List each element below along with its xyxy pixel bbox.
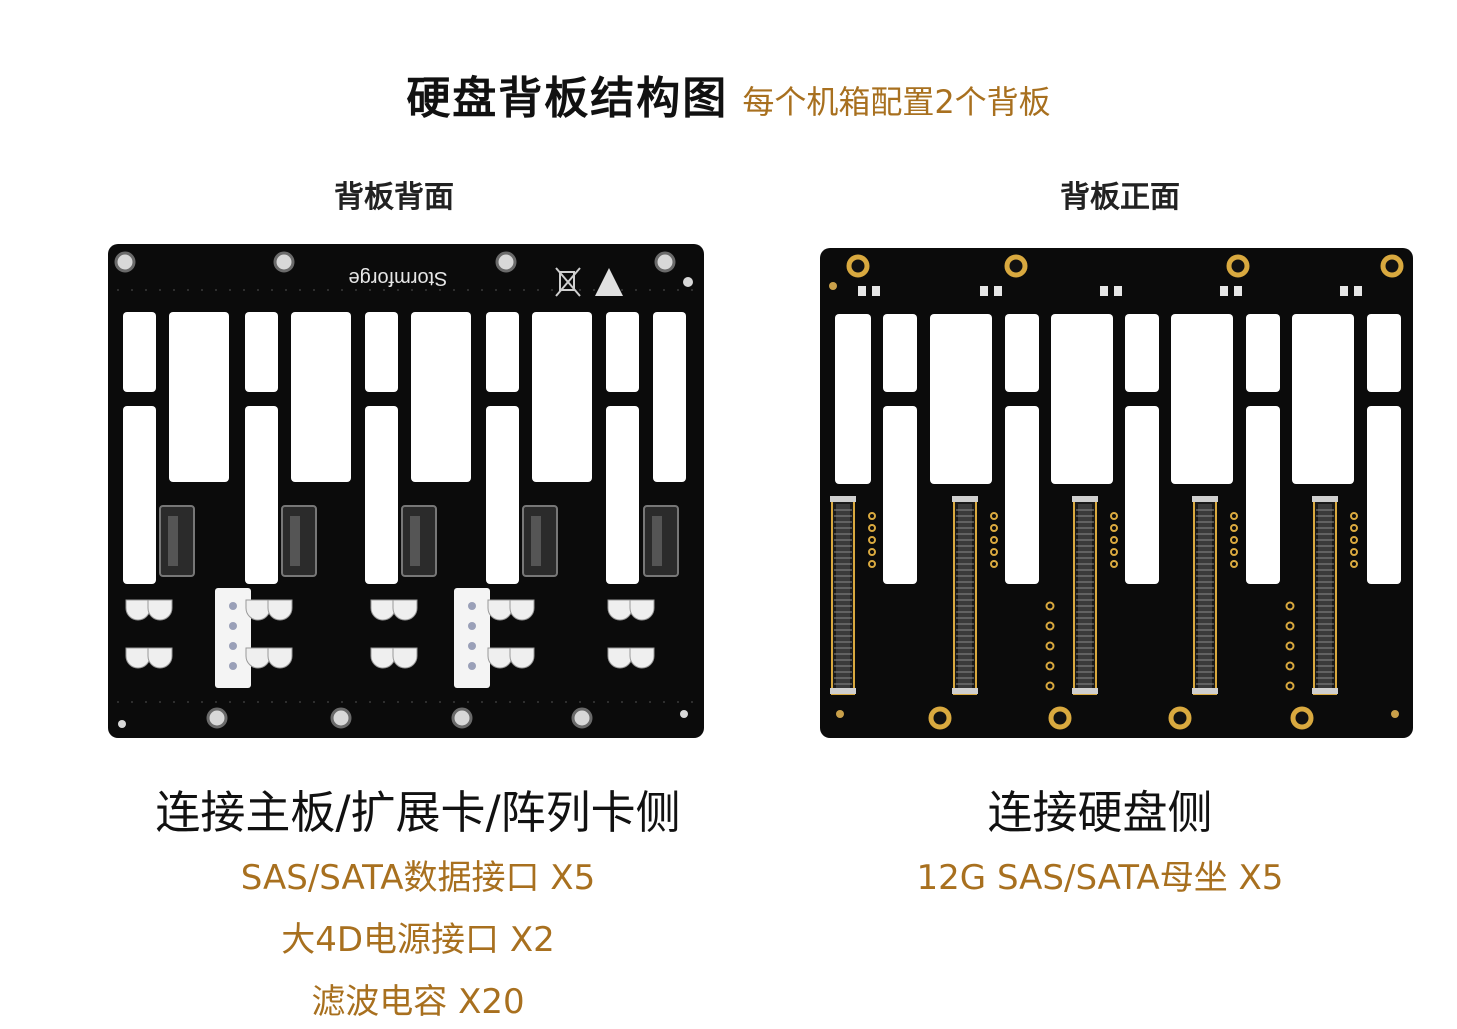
sas-sata-female-connectors [830, 496, 1358, 695]
back-spec-data-ports: SAS/SATA数据接口 X5 [240, 858, 596, 898]
capacitor [370, 599, 396, 621]
capacitor [147, 599, 173, 621]
capacitor [509, 599, 535, 621]
front-spec-sas-connectors: 12G SAS/SATA母坐 X5 [916, 858, 1284, 898]
capacitor [487, 599, 513, 621]
capacitor [370, 647, 396, 669]
capacitor [607, 599, 633, 621]
back-spec-capacitors: 滤波电容 X20 [311, 982, 525, 1022]
capacitor [245, 647, 271, 669]
front-cutouts [835, 314, 1401, 584]
back-board-caption: 连接主板/扩展卡/阵列卡侧 [155, 786, 681, 839]
capacitor [607, 647, 633, 669]
sas-connector [830, 496, 876, 695]
power-connectors-4d [215, 588, 490, 688]
capacitor [267, 647, 293, 669]
sas-connector [1312, 496, 1358, 695]
capacitor [509, 647, 535, 669]
capacitor [245, 599, 271, 621]
header: 硬盘背板结构图每个机箱配置2个背板 [0, 62, 1457, 126]
back-board-image: Stormforge [108, 244, 704, 738]
back-cutouts [123, 312, 686, 584]
filter-capacitors [125, 599, 655, 669]
capacitor [147, 647, 173, 669]
capacitor [125, 647, 151, 669]
page-subtitle: 每个机箱配置2个背板 [742, 83, 1051, 121]
sas-connector [1072, 496, 1118, 695]
page-title: 硬盘背板结构图 [406, 73, 729, 124]
sas-connector [1192, 496, 1238, 695]
sas-connector [952, 496, 998, 695]
weee-symbol [555, 267, 581, 297]
front-board-image [820, 248, 1413, 738]
capacitor [125, 599, 151, 621]
front-board-caption: 连接硬盘侧 [987, 786, 1213, 839]
back-board-label: 背板背面 [334, 180, 454, 215]
capacitor [392, 647, 418, 669]
capacitor [629, 599, 655, 621]
back-spec-power-ports: 大4D电源接口 X2 [281, 920, 555, 960]
capacitor [487, 647, 513, 669]
mounting-holes [114, 251, 676, 729]
capacitor [392, 599, 418, 621]
capacitor [629, 647, 655, 669]
front-board-label: 背板正面 [1060, 180, 1180, 215]
esd-symbol [595, 268, 623, 296]
silkscreen-brand: Stormforge [349, 267, 448, 289]
capacitor [267, 599, 293, 621]
gold-mounting-holes [846, 254, 1404, 730]
